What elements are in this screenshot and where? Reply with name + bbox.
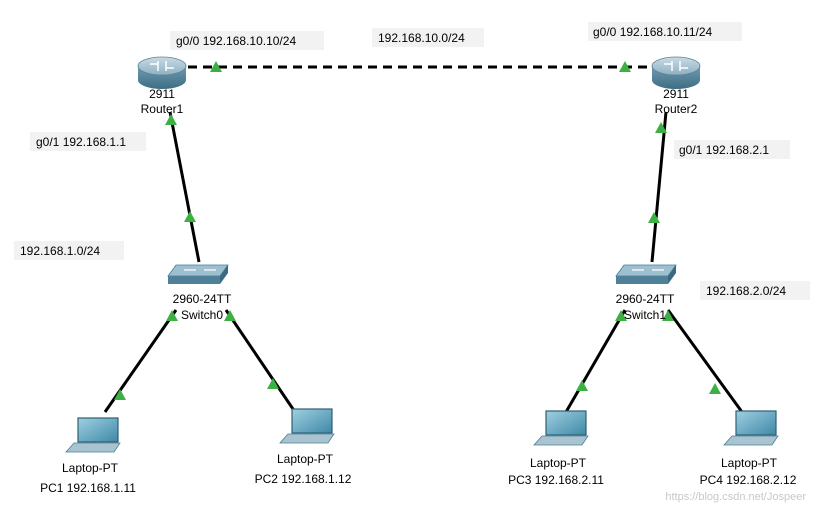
label-wan-network: 192.168.10.0/24: [372, 28, 484, 47]
laptop-pc1[interactable]: Laptop-PT PC1 192.168.1.11: [40, 417, 136, 495]
pc1-model: Laptop-PT: [62, 461, 119, 475]
link-up-icon: [210, 61, 222, 72]
link-up-icon: [662, 310, 674, 321]
router2-model: 2911: [663, 87, 689, 101]
link-up-icon: [655, 122, 667, 133]
label-r1-g01: g0/1 192.168.1.1: [30, 132, 146, 151]
link-up-icon: [224, 310, 236, 321]
laptop-icon: [723, 410, 779, 446]
link-up-icon: [184, 211, 196, 222]
label-lan1-network: 192.168.1.0/24: [14, 241, 124, 260]
link-switch1-pc4[interactable]: [666, 309, 744, 413]
switch-icon: [167, 264, 229, 284]
laptop-icon: [279, 408, 335, 444]
pc1-label: PC1 192.168.1.11: [40, 481, 136, 495]
router1-name: Router1: [141, 102, 184, 116]
link-switch0-pc1[interactable]: [103, 309, 178, 413]
label-text: g0/0 192.168.10.10/24: [176, 34, 296, 48]
link-router2-switch1[interactable]: [650, 111, 668, 263]
laptop-icon: [533, 410, 589, 446]
label-text: 192.168.10.0/24: [378, 31, 465, 45]
link-up-icon: [615, 310, 627, 321]
link-status-indicators: [114, 61, 721, 400]
pc4-model: Laptop-PT: [721, 456, 778, 470]
link-up-icon: [619, 61, 631, 72]
link-switch0-pc2[interactable]: [224, 309, 297, 413]
pc2-label: PC2 192.168.1.12: [255, 472, 352, 486]
link-switch1-pc3[interactable]: [564, 309, 627, 413]
watermark: https://blog.csdn.net/Jospeer: [665, 491, 806, 503]
label-r2-g00: g0/0 192.168.10.11/24: [588, 22, 742, 41]
link-up-icon: [709, 383, 721, 394]
router1[interactable]: 2911 Router1: [137, 56, 187, 116]
label-text: 192.168.2.0/24: [706, 284, 786, 298]
router-icon: [137, 56, 187, 89]
laptop-pc4[interactable]: Laptop-PT PC4 192.168.2.12: [700, 410, 797, 487]
link-up-icon: [648, 212, 660, 223]
link-up-icon: [165, 114, 177, 125]
pc3-model: Laptop-PT: [530, 456, 587, 470]
switch1[interactable]: 2960-24TT Switch1: [615, 264, 677, 322]
label-lan2-network: 192.168.2.0/24: [700, 281, 810, 300]
laptop-pc3[interactable]: Laptop-PT PC3 192.168.2.11: [508, 410, 604, 487]
link-router1-switch0[interactable]: [168, 111, 201, 263]
link-up-icon: [114, 389, 126, 400]
label-r2-g01: g0/1 192.168.2.1: [674, 140, 790, 159]
label-r1-g00: g0/0 192.168.10.10/24: [170, 31, 324, 50]
switch0-model: 2960-24TT: [173, 292, 232, 306]
switch-icon: [615, 264, 677, 284]
router1-model: 2911: [149, 87, 175, 101]
link-up-icon: [267, 378, 279, 389]
pc2-model: Laptop-PT: [277, 452, 334, 466]
laptop-pc2[interactable]: Laptop-PT PC2 192.168.1.12: [255, 408, 352, 486]
switch1-name: Switch1: [624, 308, 666, 322]
label-text: 192.168.1.0/24: [20, 244, 100, 258]
laptop-icon: [65, 417, 121, 453]
link-up-icon: [576, 380, 588, 391]
label-text: g0/1 192.168.2.1: [679, 143, 769, 157]
switch0-name: Switch0: [181, 308, 223, 322]
pc3-label: PC3 192.168.2.11: [508, 473, 604, 487]
switch0[interactable]: 2960-24TT Switch0: [167, 264, 232, 322]
router-icon: [651, 56, 701, 89]
router2[interactable]: 2911 Router2: [651, 56, 701, 116]
router2-name: Router2: [655, 102, 698, 116]
label-text: g0/1 192.168.1.1: [36, 135, 126, 149]
pc4-label: PC4 192.168.2.12: [700, 473, 797, 487]
link-up-icon: [166, 310, 178, 321]
switch1-model: 2960-24TT: [616, 292, 675, 306]
label-text: g0/0 192.168.10.11/24: [593, 25, 713, 39]
